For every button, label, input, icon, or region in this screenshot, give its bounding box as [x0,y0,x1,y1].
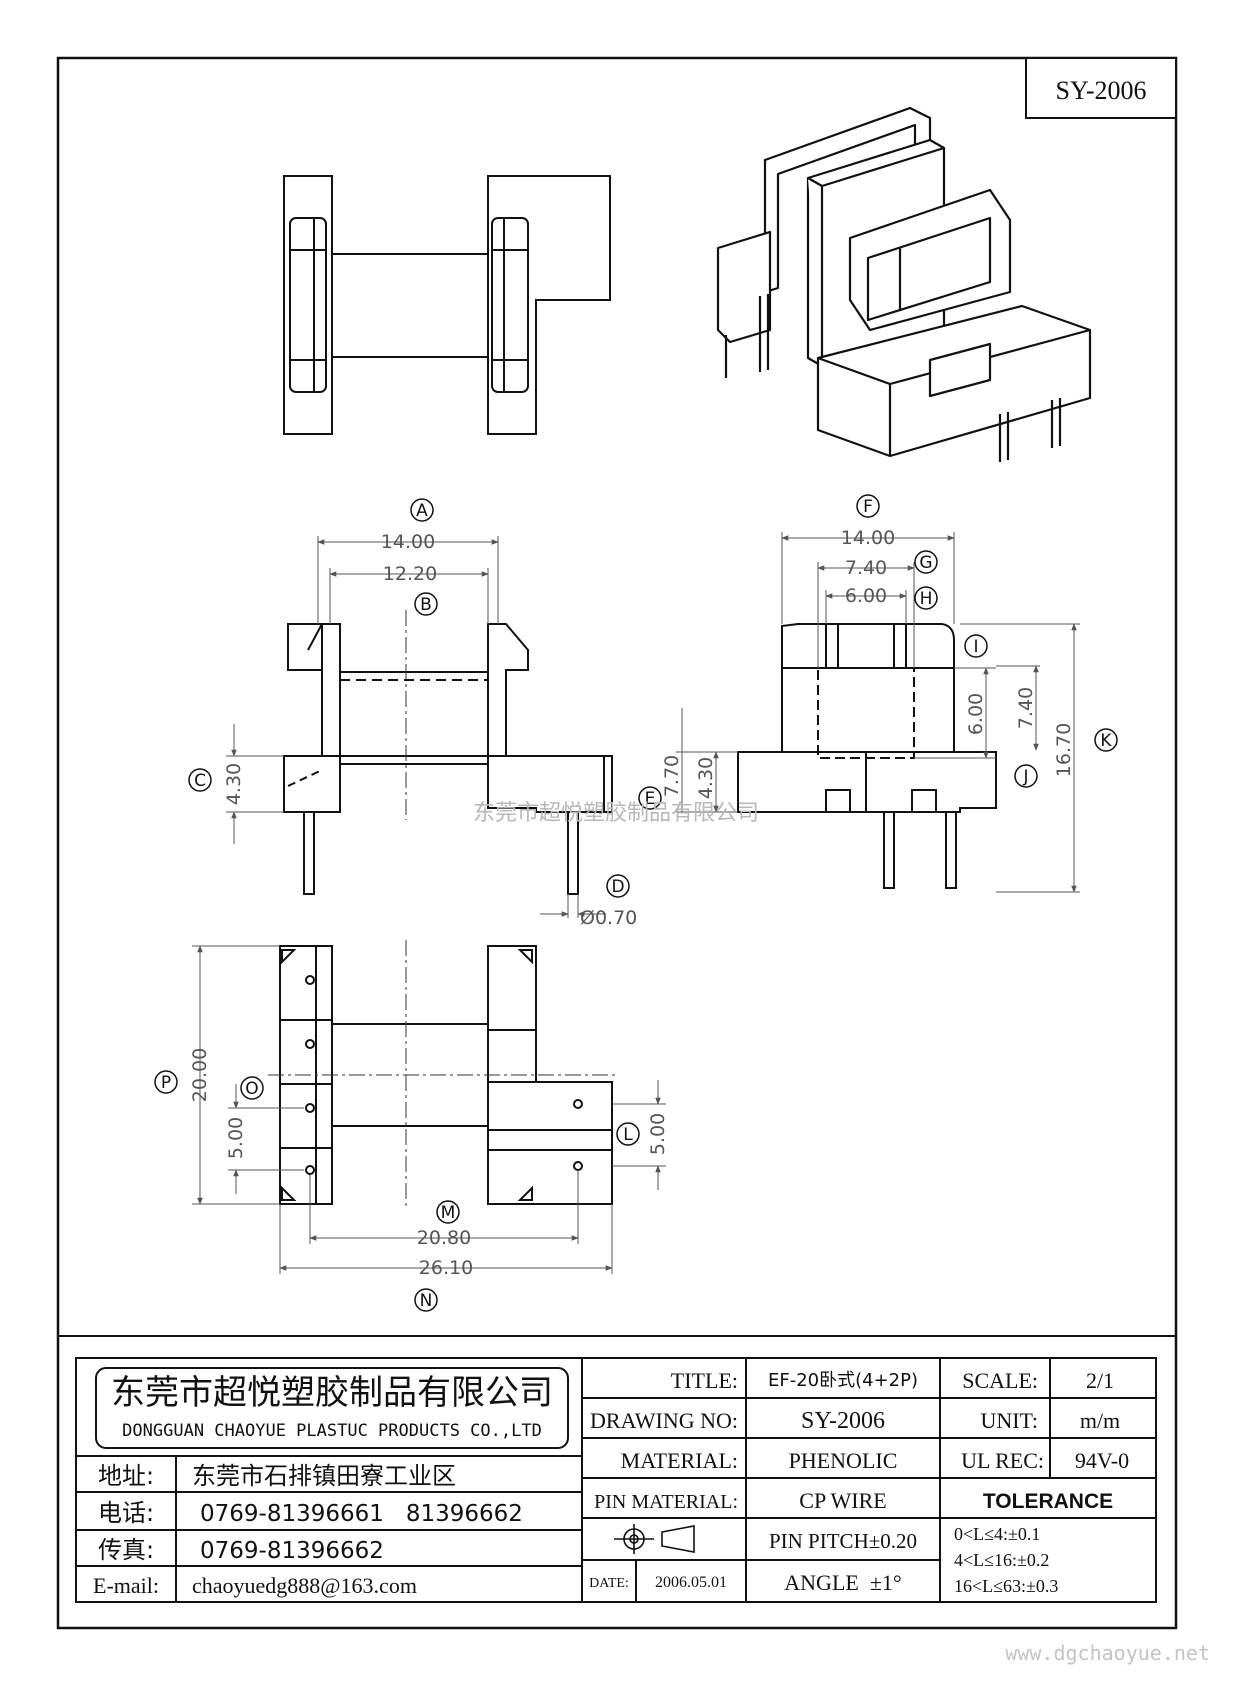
tolerance-row-2: 4<L≤16:±0.2 [954,1550,1049,1570]
tolerance-row-1: 0<L≤4:±0.1 [954,1524,1040,1544]
company-name-en: DONGGUAN CHAOYUE PLASTUC PRODUCTS CO.,LT… [122,1421,542,1441]
date-value: 2006.05.01 [655,1574,727,1591]
projection-symbol-icon [614,1524,695,1554]
svg-text:P: P [161,1073,171,1093]
svg-text:M: M [441,1203,456,1223]
balloon-i: I [964,634,988,658]
dim-m-value: 20.80 [417,1227,471,1249]
pin-material-label: PIN MATERIAL: [594,1491,738,1513]
site-watermark: www.dgchaoyue.net [1005,1641,1210,1665]
dim-p-value: 20.00 [189,1048,211,1102]
svg-text:J: J [1022,767,1028,787]
address-value: 东莞市石排镇田寮工业区 [192,1462,456,1490]
dim-j-value: 7.40 [1015,687,1037,729]
unit-label: UNIT: [980,1408,1038,1433]
dim-i-value: 6.00 [965,693,987,735]
svg-text:N: N [420,1291,433,1311]
svg-text:K: K [1100,731,1112,751]
svg-text:I: I [973,637,978,657]
dim-e-value-1: 7.70 [661,755,683,797]
drawing-frame [56,56,1178,1630]
pin-material-value: CP WIRE [799,1488,886,1513]
balloon-a: A [410,498,434,522]
title-block: 东莞市超悦塑胶制品有限公司 DONGGUAN CHAOYUE PLASTUC P… [75,1357,1157,1603]
title-label: TITLE: [671,1368,738,1393]
dim-o-value: 5.00 [225,1117,247,1159]
dim-h-value: 6.00 [845,585,887,607]
svg-text:C: C [194,771,206,791]
svg-text:L: L [623,1125,633,1145]
model-code-box: SY-2006 [1025,57,1177,119]
dim-f-value: 14.00 [841,527,895,549]
svg-text:G: G [919,553,932,573]
balloon-d: D [606,874,630,898]
fax-value: 0769-81396662 [200,1538,384,1564]
ul-rec-value: 94V-0 [1075,1448,1129,1473]
email-value: chaoyuedg888@163.com [192,1573,417,1598]
tolerance-row-3: 16<L≤63:±0.3 [954,1576,1058,1596]
dim-g-value: 7.40 [845,557,887,579]
address-label: 地址: [98,1462,154,1490]
balloon-g: G [914,550,938,574]
dim-c-value: 4.30 [223,763,245,805]
side-view [737,623,997,889]
balloon-h: H [914,586,938,610]
phone-label: 电话: [98,1499,154,1527]
balloon-e: E [638,786,662,810]
dim-e-value-2: 4.30 [695,757,717,799]
balloon-l: L [616,1122,640,1146]
dim-a-value: 14.00 [381,531,435,553]
pin-pitch: PIN PITCH±0.20 [769,1529,917,1553]
balloon-j: J [1014,764,1038,788]
front-view [283,623,613,895]
scale-label: SCALE: [962,1368,1038,1393]
dimension-balloons: A B C D E F G H I J K L M N O P [154,494,1118,1312]
dimension-values: 14.00 12.20 4.30 Ø0.70 7.70 4.30 14.00 7… [189,527,1075,1279]
material-value: PHENOLIC [789,1448,898,1473]
dim-d-value: Ø0.70 [580,907,637,929]
svg-text:A: A [416,501,428,521]
svg-text:H: H [920,589,933,609]
svg-text:F: F [863,497,873,517]
balloon-c: C [188,768,212,792]
balloon-k: K [1094,728,1118,752]
company-watermark: 东莞市超悦塑胶制品有限公司 [473,801,759,826]
svg-text:O: O [245,1079,258,1099]
company-name-cn: 东莞市超悦塑胶制品有限公司 [111,1373,553,1413]
angle-tolerance: ANGLE ±1° [784,1570,901,1595]
dim-l-value: 5.00 [647,1113,669,1155]
balloon-b: B [414,592,438,616]
svg-text:D: D [611,877,624,897]
phone-value: 0769-81396661 81396662 [200,1501,523,1527]
dim-b-value: 12.20 [383,563,437,585]
top-view [283,175,611,435]
drawing-no-value: SY-2006 [801,1408,885,1434]
balloon-p: P [154,1070,178,1094]
ul-rec-label: UL REC: [961,1448,1044,1473]
email-label: E-mail: [93,1573,159,1598]
scale-value: 2/1 [1086,1368,1114,1393]
balloon-m: M [436,1200,460,1224]
fax-label: 传真: [98,1536,154,1564]
isometric-view [716,106,1092,462]
balloon-o: O [240,1076,264,1100]
unit-value: m/m [1080,1408,1120,1433]
drawing-no-label: DRAWING NO: [590,1408,738,1433]
dimension-lines [192,532,1080,1274]
title-value: EF-20卧式(4+2P) [768,1370,918,1391]
date-label: DATE: [589,1576,629,1591]
svg-text:B: B [420,595,432,615]
model-code: SY-2006 [1055,76,1146,105]
svg-text:E: E [645,789,656,809]
dim-k-value: 16.70 [1053,723,1075,777]
balloon-f: F [856,494,880,518]
tolerance-label: TOLERANCE [983,1490,1113,1513]
balloon-n: N [414,1288,438,1312]
material-label: MATERIAL: [621,1448,738,1473]
dim-n-value: 26.10 [419,1257,473,1279]
